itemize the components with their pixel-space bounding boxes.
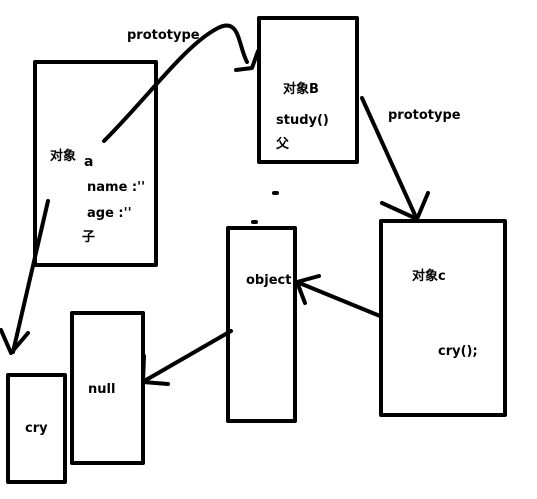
edge-label-b-to-c: prototype [388, 108, 461, 123]
arrowhead-b-to-c [380, 191, 430, 221]
arrow-a-to-b [102, 23, 249, 143]
box-a-title-suffix: a [84, 154, 94, 170]
arrow-object-to-null [144, 329, 233, 382]
box-cry-label: cry [25, 421, 48, 436]
box-object-b [257, 16, 359, 164]
box-null [70, 311, 145, 465]
arrowhead-object-to-null [141, 354, 170, 386]
arrow-b-to-c [360, 96, 417, 217]
arrow-a-to-cry [11, 199, 50, 354]
arrowhead-a-to-cry [0, 328, 30, 355]
box-null-label: null [88, 382, 116, 397]
box-b-title: 对象B [283, 82, 319, 97]
box-c-method: cry(); [438, 344, 478, 359]
box-a-field-name: name :'' [87, 180, 146, 195]
arrowhead-a-to-b [234, 49, 260, 72]
box-b-method: study() [276, 113, 329, 128]
box-object [226, 226, 297, 423]
arrowhead-c-to-object [295, 274, 321, 305]
box-object-c [379, 219, 507, 417]
box-object-a [33, 60, 158, 267]
edge-label-a-to-b: prototype [127, 28, 200, 43]
box-a-role: 子 [82, 230, 96, 245]
arrow-c-to-object [295, 280, 382, 318]
box-c-title: 对象c [412, 269, 446, 284]
box-cry [6, 373, 67, 484]
box-a-title-prefix: 对象 [50, 149, 77, 164]
box-a-field-age: age :'' [87, 206, 132, 221]
box-object-label: object [246, 273, 292, 288]
box-b-role: 父 [276, 137, 290, 152]
